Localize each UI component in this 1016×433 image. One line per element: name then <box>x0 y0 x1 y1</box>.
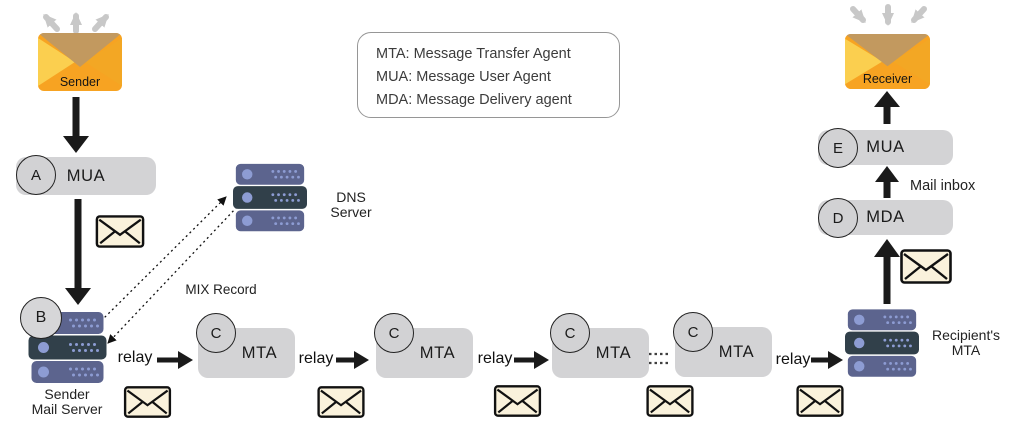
mail-envelope-icon <box>493 385 542 417</box>
recipient-mta-label-line1: Recipient's <box>931 327 1001 343</box>
mta-4-badge: C <box>673 312 713 352</box>
mix-record-label: MIX Record <box>185 282 257 297</box>
sender-label: Sender <box>59 75 101 89</box>
flow-arrows <box>63 91 900 369</box>
mda-label: MDA <box>866 208 905 226</box>
relay-label-1: relay <box>117 349 153 366</box>
mail-envelope-icon <box>95 215 145 248</box>
mail-inbox-label: Mail inbox <box>910 178 976 194</box>
mta-2-badge: C <box>374 313 414 353</box>
legend-line-mda: MDA: Message Delivery agent <box>376 92 572 108</box>
mua-a-badge: A <box>16 155 56 195</box>
dns-server-label-line1: DNS <box>336 189 366 205</box>
mta-box-4: C MTA <box>673 312 772 377</box>
relay-label-4: relay <box>775 351 811 368</box>
mta-continuation-dots <box>649 352 671 365</box>
mail-server-badge: B <box>20 297 62 339</box>
mda-badge: D <box>818 198 858 238</box>
sender-mail-server-label-line2: Mail Server <box>31 400 103 417</box>
sender-mail-server-label-line1: Sender <box>44 386 90 402</box>
mta-3-label: MTA <box>595 343 632 362</box>
recipient-mta-server-icon <box>845 307 919 380</box>
mail-envelope-icon <box>900 249 952 284</box>
legend-line-mta: MTA: Message Transfer Agent <box>376 46 571 62</box>
mua-e-letter: E <box>832 139 843 157</box>
receiver-label: Receiver <box>862 72 913 86</box>
dns-server-label-line2: Server <box>330 203 372 220</box>
receiver-envelope-icon: Receiver <box>845 34 930 90</box>
mta-4-letter: C <box>687 323 699 341</box>
legend-box: MTA: Message Transfer Agent MUA: Message… <box>357 32 620 118</box>
mail-envelope-icon <box>317 386 365 418</box>
incoming-arrows-icon <box>850 4 927 26</box>
dns-server-label: DNS Server <box>318 190 384 219</box>
recipient-mta-label: Recipient's MTA <box>922 328 1010 357</box>
mta-2-label: MTA <box>419 343 456 362</box>
mua-a-box: A MUA <box>16 155 156 195</box>
mta-1-badge: C <box>196 313 236 353</box>
outgoing-arrows-icon <box>43 12 109 34</box>
mail-server-badge-letter: B <box>35 309 47 326</box>
mta-box-1: C MTA <box>196 313 295 378</box>
mua-e-badge: E <box>818 128 858 168</box>
mta-box-2: C MTA <box>374 313 473 378</box>
mua-a-letter: A <box>30 166 41 184</box>
mua-e-box: E MUA <box>818 128 953 168</box>
mda-box: D MDA <box>818 198 953 238</box>
mua-a-label: MUA <box>66 166 106 185</box>
mta-1-label: MTA <box>241 343 278 362</box>
relay-label-2: relay <box>298 350 334 367</box>
mta-4-label: MTA <box>718 342 755 361</box>
sender-envelope-icon: Sender <box>38 33 122 93</box>
mta-1-letter: C <box>210 324 222 342</box>
relay-label-3: relay <box>477 350 513 367</box>
recipient-mta-label-line2: MTA <box>951 341 981 358</box>
legend-line-mua: MUA: Message User Agent <box>376 69 551 85</box>
mta-box-3: C MTA <box>550 313 649 378</box>
mail-envelope-icon <box>646 385 694 417</box>
mua-e-label: MUA <box>866 138 905 156</box>
mail-envelope-icon <box>796 385 844 417</box>
dns-server-icon <box>233 162 307 234</box>
dns-query-arrows <box>100 196 238 344</box>
sender-mail-server-label: Sender Mail Server <box>12 387 122 416</box>
mta-3-letter: C <box>564 324 576 342</box>
mda-letter: D <box>832 209 844 227</box>
mail-envelope-icon <box>123 386 172 418</box>
mta-2-letter: C <box>388 324 400 342</box>
mta-3-badge: C <box>550 313 590 353</box>
